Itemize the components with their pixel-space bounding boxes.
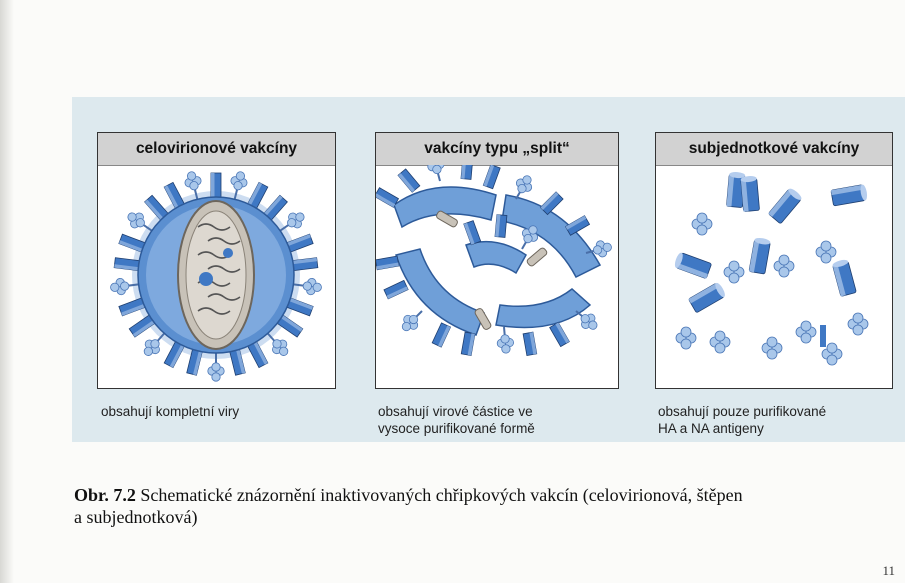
na-head (853, 325, 863, 335)
na-head (801, 321, 811, 331)
na-head (715, 331, 725, 341)
ha-spike (461, 332, 475, 355)
na-head (212, 363, 220, 371)
na-head (500, 334, 509, 343)
na-head (767, 337, 777, 347)
whole-virion-icon (98, 165, 335, 388)
ha-antigen (688, 282, 726, 313)
ha-spike (398, 169, 420, 192)
panel-whole-virion: celovirionové vakcíny (97, 132, 336, 389)
na-antigen (692, 213, 712, 235)
na-head (729, 273, 739, 283)
caption-line: HA a NA antigeny (658, 420, 826, 437)
panel-caption: obsahují pouze purifikované HA a NA anti… (658, 403, 826, 437)
na-antigen (816, 241, 836, 263)
ha-spike (287, 298, 313, 316)
ha-spike (119, 298, 145, 316)
na-head (681, 339, 691, 349)
envelope-fragment (466, 242, 526, 273)
na-antigen (762, 337, 782, 359)
envelope-fragment (496, 289, 590, 328)
ha-spike (523, 332, 537, 355)
ha-spike (550, 323, 570, 347)
page-number: 11 (882, 563, 895, 579)
na-antigen (848, 313, 868, 335)
na-head (821, 241, 831, 251)
ha-spike (287, 234, 313, 252)
protein-granule (223, 248, 233, 258)
na-stalk (820, 325, 826, 347)
ha-antigen (831, 184, 868, 206)
ha-antigen (749, 237, 771, 274)
na-antigen (710, 331, 730, 353)
figure-label: Obr. 7.2 (74, 485, 136, 505)
panel-split-virion: vakcíny typu „split“ (375, 132, 619, 389)
na-head (212, 373, 220, 381)
spike-highlight (211, 173, 215, 197)
ha-spike (211, 173, 221, 197)
ha-spike (495, 215, 507, 238)
na-head (827, 343, 837, 353)
panel-subunit: subjednotkové vakcíny (655, 132, 893, 389)
panel-title: subjednotkové vakcíny (656, 133, 892, 166)
ha-spike (119, 234, 145, 252)
na-spike (425, 165, 448, 183)
na-head (715, 343, 725, 353)
virion-interior (186, 211, 246, 339)
split-virion-icon (376, 165, 618, 388)
na-head (853, 313, 863, 323)
na-head (801, 333, 811, 343)
caption-line: vysoce purifikované formě (378, 420, 535, 437)
figure-caption-line: Schematické znázornění inaktivovaných ch… (140, 485, 742, 505)
na-head (779, 267, 789, 277)
spike-body (540, 192, 563, 215)
panel-title: celovirionové vakcíny (98, 133, 335, 166)
ha-spike (540, 192, 563, 215)
caption-line: obsahují pouze purifikované (658, 403, 826, 420)
na-spike (398, 305, 428, 335)
na-antigen (796, 321, 816, 343)
ha-spike (376, 188, 399, 208)
na-head (697, 213, 707, 223)
subunit-antigens-icon (656, 165, 892, 388)
ha-spike (483, 165, 500, 189)
na-head (779, 255, 789, 265)
ha-spike (566, 216, 590, 236)
na-head (501, 344, 510, 353)
na-head (821, 253, 831, 263)
na-antigen (724, 261, 744, 283)
na-antigen (676, 327, 696, 349)
spike-body (398, 169, 420, 192)
ha-antigen (741, 175, 760, 211)
panel-caption: obsahují kompletní viry (101, 403, 239, 420)
panel-caption: obsahují virové částice ve vysoce purifi… (378, 403, 535, 437)
caption-line: obsahují virové částice ve (378, 403, 535, 420)
na-head (767, 349, 777, 359)
membrane-piece (526, 247, 548, 267)
ha-spike (384, 280, 408, 298)
ha-spike (432, 323, 450, 347)
protein-granule (199, 272, 213, 286)
na-spike (496, 326, 515, 354)
ha-antigen (832, 259, 857, 297)
figure-caption-line: a subjednotková) (74, 506, 904, 528)
na-head (681, 327, 691, 337)
na-antigen (774, 255, 794, 277)
figure-caption: Obr. 7.2 Schematické znázornění inaktivo… (74, 484, 904, 528)
ha-antigen (768, 187, 803, 224)
na-head (827, 355, 837, 365)
na-head (729, 261, 739, 271)
caption-line: obsahují kompletní viry (101, 403, 239, 420)
na-head (697, 225, 707, 235)
page-edge-shadow (0, 0, 14, 583)
ha-antigen (673, 252, 711, 279)
ha-spike (376, 256, 399, 270)
panel-title: vakcíny typu „split“ (376, 133, 618, 166)
ha-spike (461, 165, 473, 179)
ha-spike (464, 221, 481, 245)
